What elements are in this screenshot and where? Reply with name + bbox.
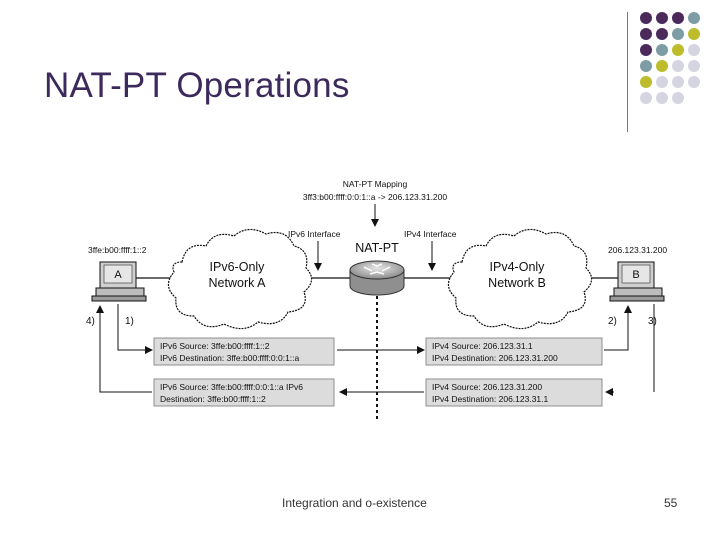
decor-dot xyxy=(672,92,684,104)
decor-dot xyxy=(688,28,700,40)
decor-dot xyxy=(672,12,684,24)
packet-3-box xyxy=(153,378,335,407)
decor-dot xyxy=(640,60,652,72)
decor-dot xyxy=(688,12,700,24)
decor-dot xyxy=(640,28,652,40)
packet-1-line2: IPv6 Destination: 3ffe:b00:ffff:0:0:1::a xyxy=(160,353,300,363)
host-b-address: 206.123.31.200 xyxy=(608,245,667,255)
decor-dot xyxy=(656,44,668,56)
packet-2-line1: IPv4 Source: 206.123.31.1 xyxy=(432,341,533,351)
packet-2-box xyxy=(425,337,603,366)
host-b-label: B xyxy=(632,269,639,281)
title-divider-line xyxy=(627,12,628,132)
footer-text: Integration and o-existence xyxy=(282,496,427,510)
packet-4-line1: IPv4 Source: 206.123.31.200 xyxy=(432,382,542,392)
step-1-arrow xyxy=(117,304,153,354)
decor-dot xyxy=(656,12,668,24)
decor-dot xyxy=(672,28,684,40)
decor-dot xyxy=(672,76,684,88)
decor-dot xyxy=(656,76,668,88)
host-a-label: A xyxy=(114,269,122,281)
packet-4-box xyxy=(425,378,603,407)
host-a-computer-icon xyxy=(91,261,147,302)
cloud-b-line2: Network B xyxy=(488,276,546,290)
host-a-address: 3ffe:b00:ffff:1::2 xyxy=(88,245,147,255)
decor-dot xyxy=(656,28,668,40)
decor-dot xyxy=(640,76,652,88)
mapping-title: NAT-PT Mapping xyxy=(343,179,408,189)
cloud-ipv6-network-a xyxy=(167,228,313,330)
decor-dot xyxy=(672,44,684,56)
cloud-b-line1: IPv4-Only xyxy=(490,260,546,274)
decor-dot xyxy=(672,60,684,72)
cloud-a-line1: IPv6-Only xyxy=(210,260,266,274)
mapping-value: 3ff3:b00:ffff:0:0:1::a -> 206.123.31.200 xyxy=(303,192,448,202)
decor-dot xyxy=(688,44,700,56)
step-2-label: 2) xyxy=(608,316,617,327)
packet-2-line2: IPv4 Destination: 206.123.31.200 xyxy=(432,353,558,363)
router-icon xyxy=(349,260,405,296)
packet-4-line2: IPv4 Destination: 206.123.31.1 xyxy=(432,394,549,404)
ipv4-interface-label: IPv4 Interface xyxy=(404,229,457,239)
router-label: NAT-PT xyxy=(355,241,399,255)
step-4-arrow xyxy=(96,305,152,393)
step-2-arrow xyxy=(604,305,632,351)
step-3-label: 3) xyxy=(648,316,657,327)
decor-dot xyxy=(640,12,652,24)
decor-dot xyxy=(688,60,700,72)
slide-title: NAT-PT Operations xyxy=(44,66,350,105)
decor-dot xyxy=(656,60,668,72)
decor-dot xyxy=(656,92,668,104)
cloud-ipv4-network-b xyxy=(447,228,593,330)
step-1-label: 1) xyxy=(125,316,134,327)
page-number: 55 xyxy=(664,496,678,510)
packet-1-line1: IPv6 Source: 3ffe:b00:ffff:1::2 xyxy=(160,341,270,351)
decor-dot xyxy=(640,44,652,56)
packet-3-line2: Destination: 3ffe:b00:ffff:1::2 xyxy=(160,394,266,404)
decor-dot xyxy=(688,76,700,88)
decor-dot xyxy=(640,92,652,104)
packet-1-box xyxy=(153,337,335,366)
step-4-label: 4) xyxy=(86,316,95,327)
ipv6-interface-label: IPv6 Interface xyxy=(288,229,341,239)
cloud-a-line2: Network A xyxy=(209,276,267,290)
host-b-computer-icon xyxy=(609,261,665,302)
packet-3-line1: IPv6 Source: 3ffe:b00:ffff:0:0:1::a IPv6 xyxy=(160,382,303,392)
